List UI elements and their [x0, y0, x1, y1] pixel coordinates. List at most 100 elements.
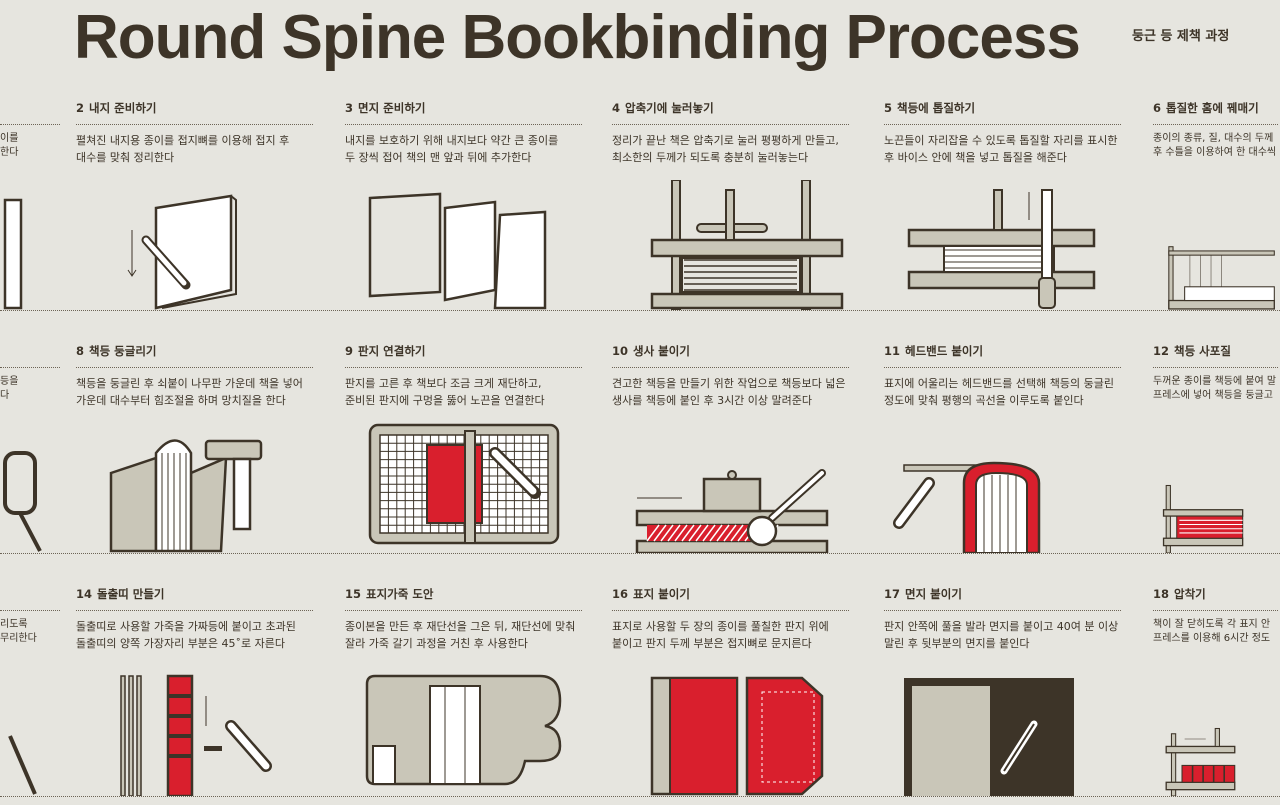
sawing-illustration: [907, 189, 1096, 309]
step-heading: 4 압축기에 눌러놓기: [612, 100, 849, 116]
headband-illustration: [893, 461, 1041, 553]
description-line: 정도에 맞춰 평행의 곡선을 이루도록 붙인다: [884, 394, 1084, 407]
strip-knife-illustration: [120, 674, 272, 796]
description-line: 판지 안쪽에 풀을 발라 면지를 붙이고 40여 분 이상: [884, 620, 1119, 633]
step-number: 4: [612, 101, 621, 115]
divider: [76, 124, 313, 125]
description-line: 판지를 고른 후 책보다 조금 크게 재단하고,: [345, 377, 542, 390]
step-heading: 2 내지 준비하기: [76, 100, 313, 116]
step-number: 15: [345, 587, 362, 601]
description-line: 한다: [0, 147, 19, 158]
step-label: 내지 준비하기: [89, 101, 157, 115]
step-label: 책등 사포질: [1174, 344, 1231, 358]
description-line: 프레스에 넣어 책등을 둥글고: [1153, 390, 1273, 401]
description-line: 책이 잘 닫히도록 각 표지 안: [1153, 619, 1271, 630]
description-line: 생사를 책등에 붙인 후 3시간 이상 말려준다: [612, 394, 813, 407]
description-line: 종이의 종류, 질, 대수의 두께: [1153, 133, 1274, 144]
sanding-press-illustration: [1162, 484, 1244, 553]
description-line: 책등을 둥글린 후 쇠붙이 나무판 가운데 책을 넣어: [76, 377, 303, 390]
divider: [1153, 610, 1278, 611]
endpaper-board-illustration: [904, 678, 1074, 796]
description-line: 노끈들이 자리잡을 수 있도록 톱질할 자리를 표시한: [884, 134, 1118, 147]
step-label: 책등 둥글리기: [89, 344, 157, 358]
description-line: 대수를 맞춰 정리한다: [76, 151, 175, 164]
step-label: 생사 붙이기: [633, 344, 690, 358]
divider: [612, 367, 849, 368]
step-label: 압축기에 눌러놓기: [625, 101, 714, 115]
step-description: 정리가 끝난 책은 압축기로 눌러 평평하게 만들고,최소한의 두께가 되도록 …: [612, 132, 849, 166]
description-line: 표지로 사용할 두 장의 종이를 풀칠한 판지 위에: [612, 620, 829, 633]
step-number: 17: [884, 587, 901, 601]
step-label: 톱질한 홈에 꿰매기: [1166, 101, 1259, 115]
divider: [884, 367, 1121, 368]
leather-pattern-illustration: [365, 674, 562, 786]
divider: [0, 124, 60, 125]
description-line: 견고한 책등을 만들기 위한 작업으로 책등보다 넓은: [612, 377, 846, 390]
step-number: 5: [884, 101, 893, 115]
description-line: 두꺼운 종이를 책등에 붙여 말: [1153, 376, 1277, 387]
description-line: 두 장씩 접어 책의 맨 앞과 뒤에 추가한다: [345, 151, 532, 164]
step-heading: 10 생사 붙이기: [612, 343, 849, 359]
divider: [345, 124, 582, 125]
description-line: 이를: [0, 133, 19, 144]
description-line: 펼쳐진 내지용 종이를 접지뼈를 이용해 접지 후: [76, 134, 290, 147]
step-number: 2: [76, 101, 85, 115]
frame-illustration: [3, 451, 42, 552]
folding-illustration: [127, 194, 237, 310]
step-label: 판지 연결하기: [358, 344, 426, 358]
description-line: 내지를 보호하기 위해 내지보다 약간 큰 종이를: [345, 134, 559, 147]
baseline-row-1: [0, 310, 1280, 311]
step-heading: [0, 586, 60, 602]
description-line: 후 바이스 안에 책을 넣고 톱질을 해준다: [884, 151, 1067, 164]
description-line: 다: [0, 390, 10, 401]
step-label: 표지 붙이기: [633, 587, 690, 601]
divider: [612, 124, 849, 125]
description-line: 가운데 대수부터 힘조절을 하며 망치질을 한다: [76, 394, 286, 407]
step-number: 11: [884, 344, 901, 358]
divider: [1153, 124, 1278, 125]
description-line: 리도록: [0, 619, 28, 630]
description-line: 등을: [0, 376, 19, 387]
divider: [884, 610, 1121, 611]
divider: [76, 610, 313, 611]
step-card: 4 압축기에 눌러놓기 정리가 끝난 책은 압축기로 눌러 평평하게 만들고,최소…: [612, 100, 849, 310]
baseline-row-2: [0, 553, 1280, 554]
step-number: 14: [76, 587, 93, 601]
step-label: 면지 준비하기: [358, 101, 426, 115]
baseline-row-3: [0, 796, 1280, 797]
step-heading: [0, 343, 60, 359]
step-label: 책등에 톱질하기: [897, 101, 976, 115]
description-line: 붙이고 판지 두께 부분은 접지뼈로 문지른다: [612, 637, 812, 650]
step-label: 헤드밴드 붙이기: [905, 344, 984, 358]
cutting-mat-illustration: [368, 423, 560, 545]
divider: [1153, 367, 1278, 368]
step-heading: 5 책등에 톱질하기: [884, 100, 1121, 116]
description-line: 돌출띠의 양쪽 가장자리 부분은 45˚로 자른다: [76, 637, 286, 650]
divider: [345, 367, 582, 368]
description-line: 준비된 판지에 구멍을 뚫어 노끈을 연결한다: [345, 394, 545, 407]
description-line: 프레스를 이용해 6시간 정도: [1153, 633, 1271, 644]
step-number: 10: [612, 344, 629, 358]
poster-subtitle: 둥근 등 제책 과정: [1132, 29, 1230, 44]
